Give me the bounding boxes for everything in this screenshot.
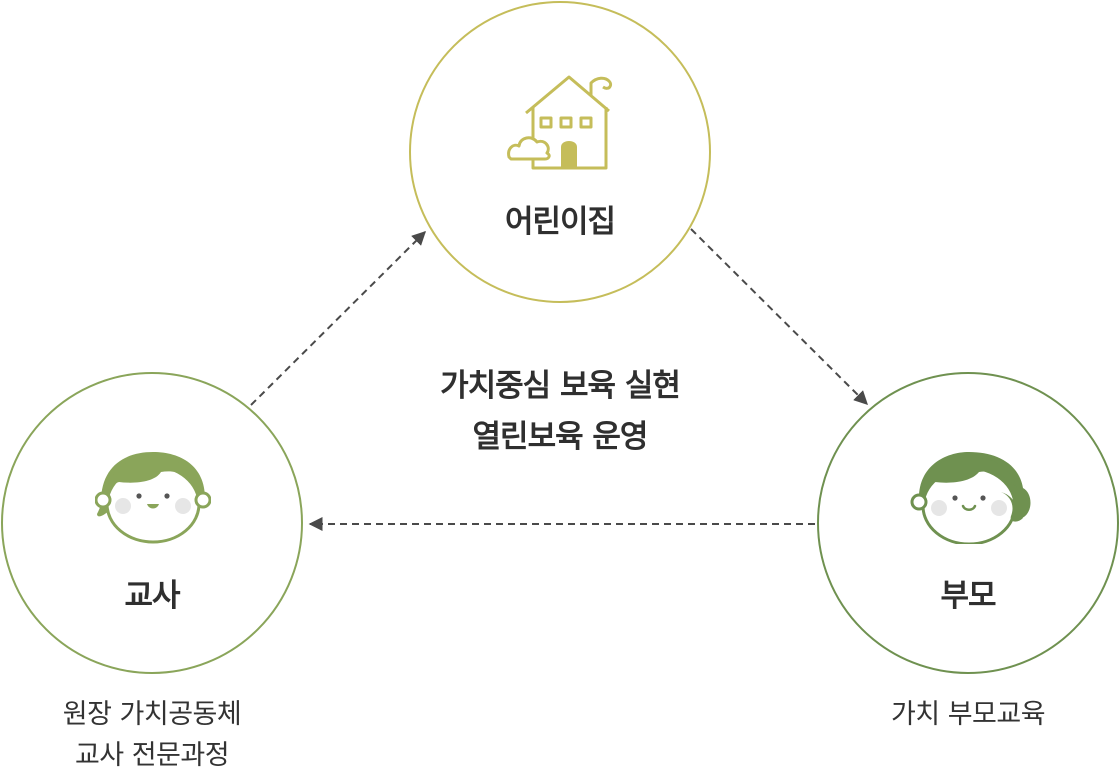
daycare-label: 어린이집 — [504, 204, 616, 240]
teacher-caption-line2: 교사 전문과정 — [74, 740, 230, 771]
parent-caption-line1: 가치 부모교육 — [890, 699, 1046, 730]
center-text-line1: 가치중심 보육 실현 — [440, 368, 681, 404]
house-icon — [507, 75, 613, 170]
teacher-face-icon — [95, 452, 211, 544]
teacher-caption-line1: 원장 가치공동체 — [62, 699, 242, 730]
teacher-label: 교사 — [124, 578, 180, 614]
daycare-node: 어린이집 — [409, 1, 711, 303]
center-text-line2: 열린보육 운영 — [472, 419, 649, 455]
arrow-teacher-to-daycare — [250, 231, 426, 406]
teacher-node: 교사 — [1, 372, 303, 674]
parent-face-icon — [910, 452, 1031, 544]
parent-node: 부모 — [817, 372, 1119, 674]
parent-label: 부모 — [940, 578, 996, 614]
arrow-daycare-to-parent — [690, 228, 868, 405]
